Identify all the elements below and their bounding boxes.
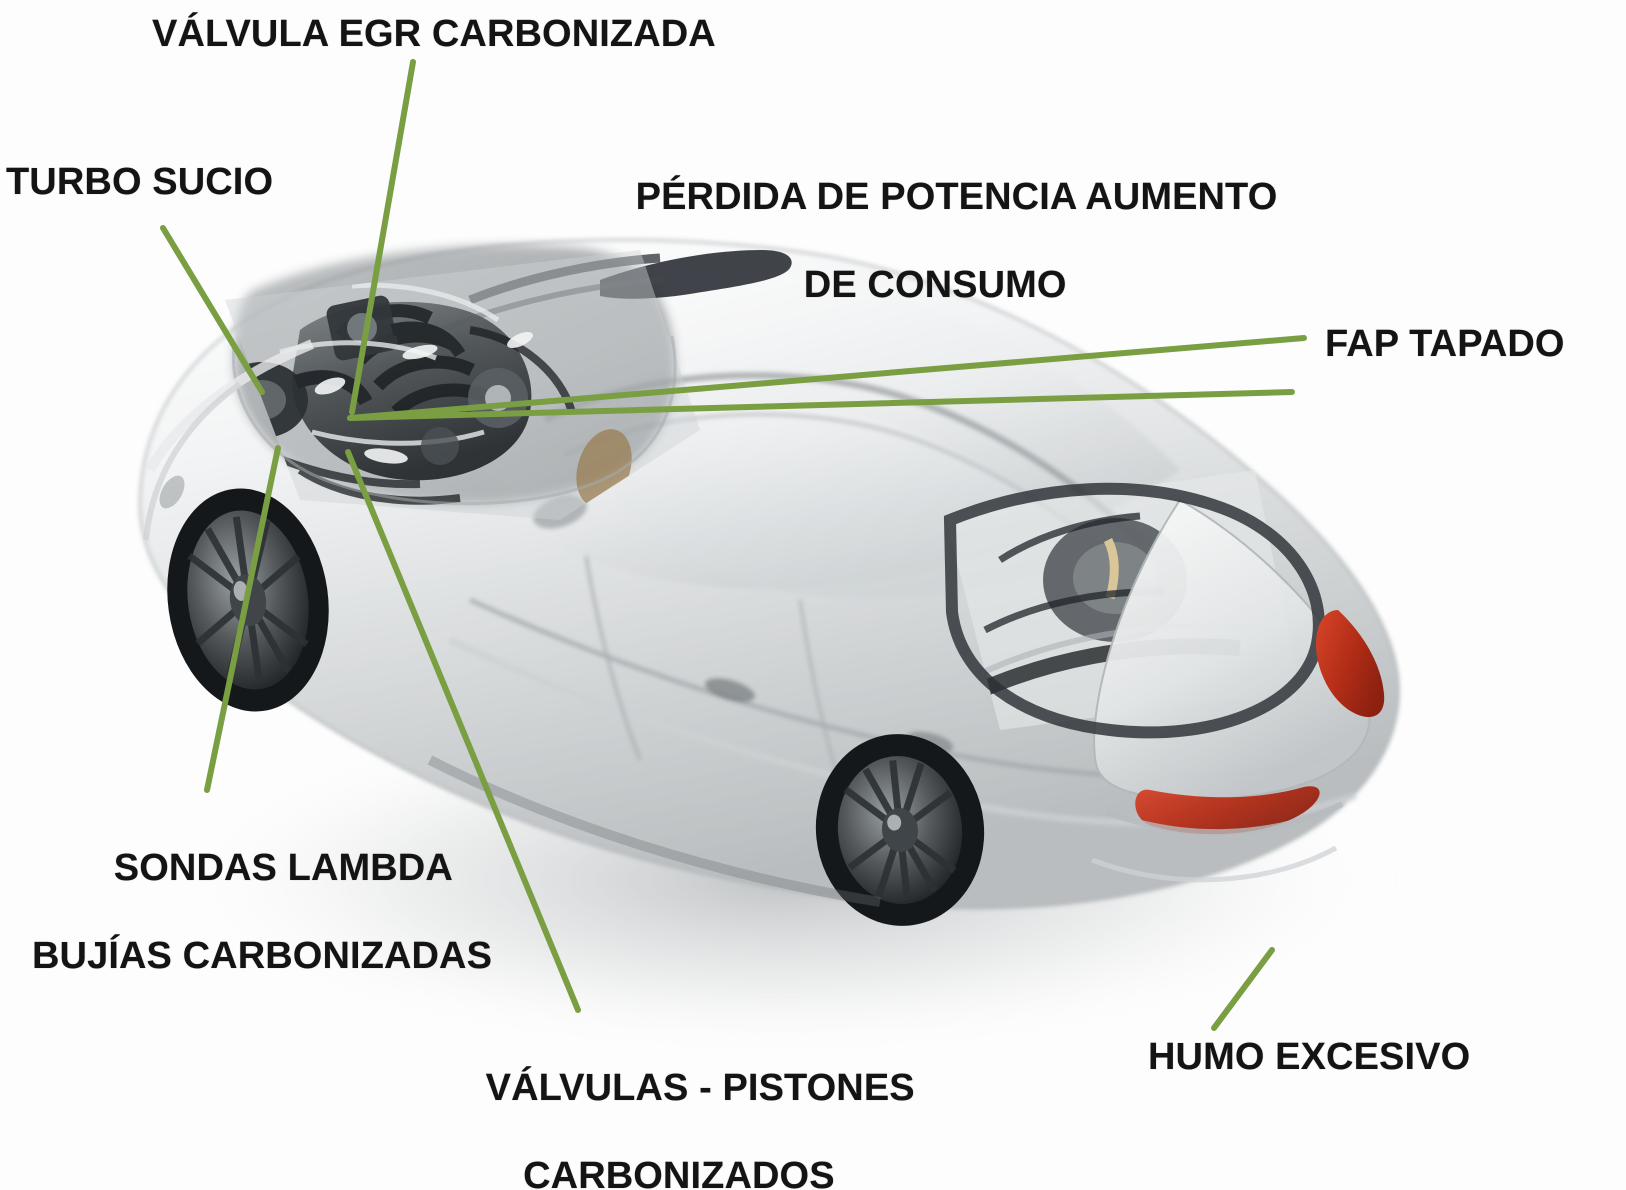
label-sondas-lambda-bujias: SONDAS LAMBDA BUJÍAS CARBONIZADAS <box>32 802 492 1066</box>
label-humo-excesivo: HUMO EXCESIVO <box>1148 1036 1471 1078</box>
label-sondas-line1: SONDAS LAMBDA <box>113 847 453 890</box>
turbo-sucio-leader <box>160 225 265 395</box>
label-valvulas-pistones-carbonizados: VÁLVULAS - PISTONES CARBONIZADOS <box>443 1022 915 1190</box>
label-perdida-line1: PÉRDIDA DE POTENCIA AUMENTO <box>635 176 1278 219</box>
valvula-egr-leader <box>349 59 416 415</box>
label-turbo-sucio: TURBO SUCIO <box>6 161 274 203</box>
sondas-leader <box>204 445 281 793</box>
label-valvulas-line2: CARBONIZADOS <box>523 1155 835 1190</box>
perdida-leader <box>347 389 1295 421</box>
fap-tapado-leader <box>347 335 1307 421</box>
label-valvulas-line1: VÁLVULAS - PISTONES <box>485 1067 915 1110</box>
label-sondas-line2: BUJÍAS CARBONIZADAS <box>32 935 493 978</box>
label-fap-tapado: FAP TAPADO <box>1325 323 1565 365</box>
humo-leader <box>1211 947 1275 1031</box>
label-perdida-line2: DE CONSUMO <box>803 264 1067 307</box>
label-valvula-egr-carbonizada: VÁLVULA EGR CARBONIZADA <box>152 13 716 55</box>
valvulas-leader <box>345 449 581 1013</box>
label-perdida-de-potencia: PÉRDIDA DE POTENCIA AUMENTO DE CONSUMO <box>593 131 1278 395</box>
